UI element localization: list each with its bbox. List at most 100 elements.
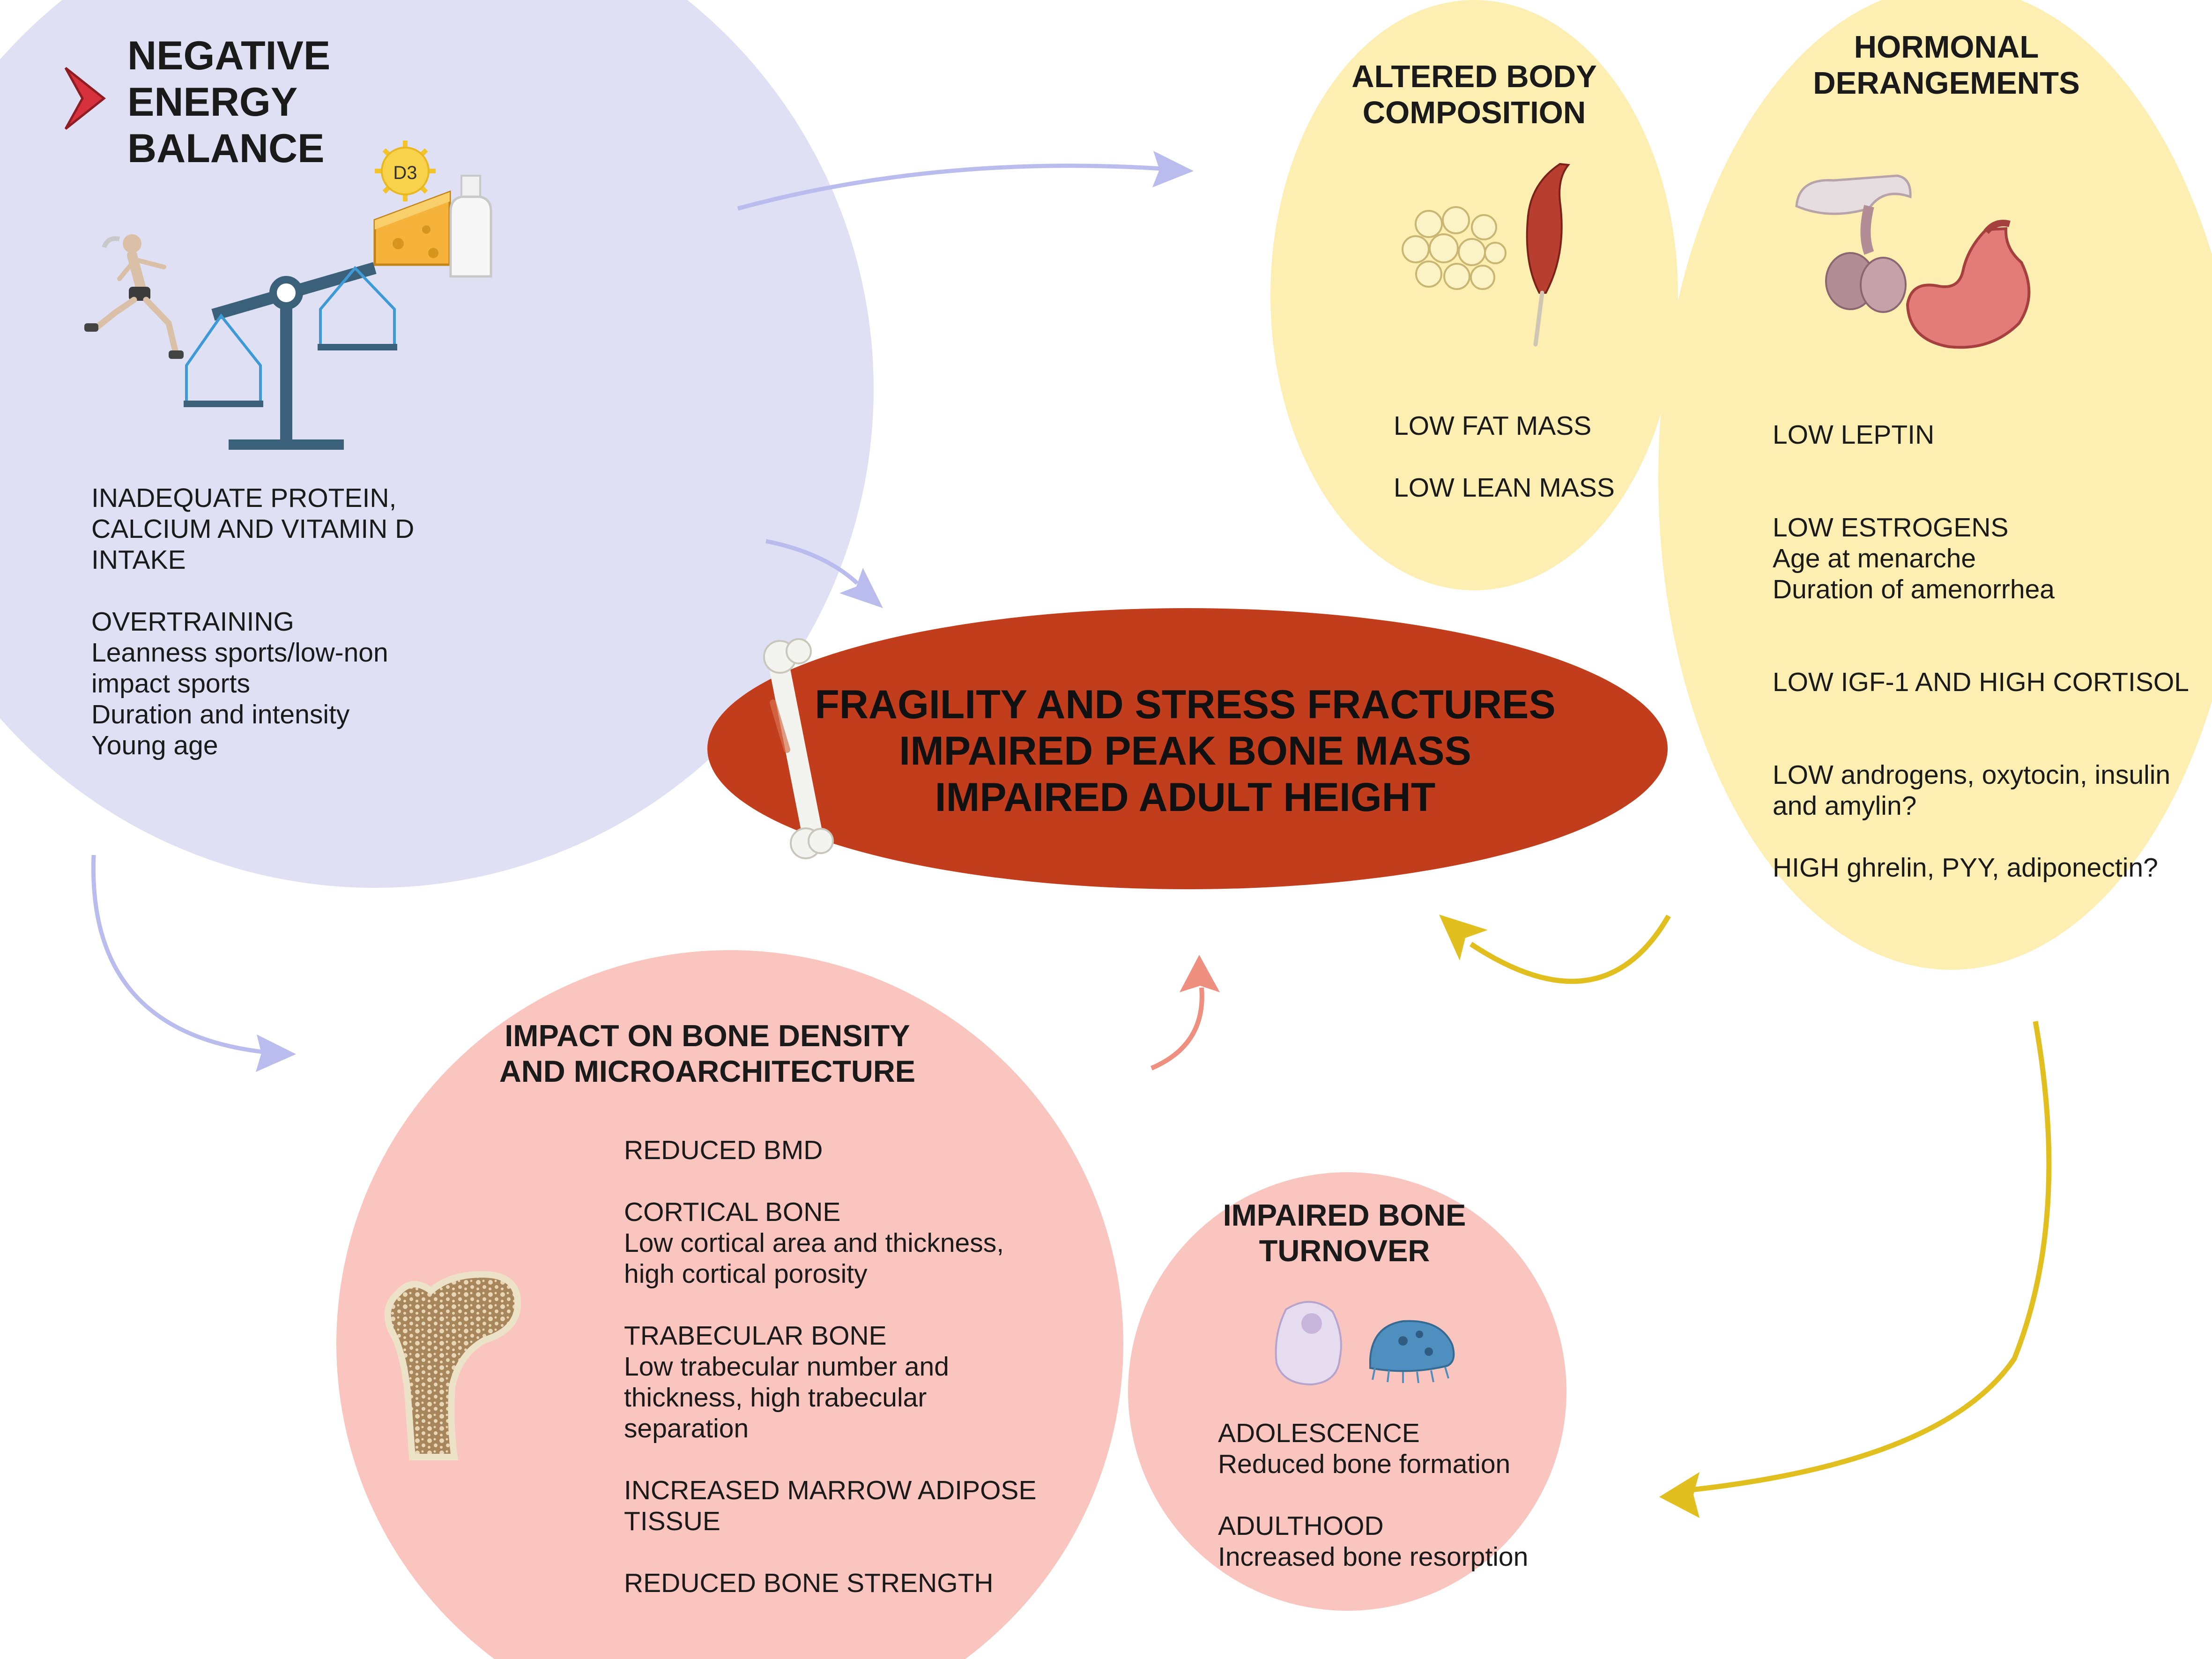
text-line: LOW androgens, oxytocin, insulin — [1773, 760, 2171, 790]
energy-balance-block: INADEQUATE PROTEIN, CALCIUM AND VITAMIN … — [91, 483, 414, 575]
text-line: impact sports — [91, 669, 250, 699]
energy-balance-text: INADEQUATE PROTEIN, CALCIUM AND VITAMIN … — [91, 483, 414, 792]
hormonal-block: LOW androgens, oxytocin, insulin and amy… — [1773, 759, 2189, 821]
hormonal-text: LOW LEPTIN LOW ESTROGENS Age at menarche… — [1773, 419, 2189, 883]
pituitary-gland-icon — [1795, 174, 1912, 313]
text-line: INADEQUATE PROTEIN, — [91, 483, 397, 513]
bone-turnover-circle — [1128, 1172, 1566, 1611]
arrow-energy-to-outcome — [765, 539, 883, 608]
text-line: TISSUE — [624, 1506, 720, 1536]
bone-turnover-title-line: IMPAIRED BONE — [1223, 1198, 1466, 1232]
text-line: Low cortical area and thickness, — [624, 1228, 1004, 1258]
bone-turnover-block: ADULTHOOD Increased bone resorption — [1218, 1510, 1528, 1572]
arrow-hormonal-to-outcome — [1439, 915, 1671, 984]
text-line: Duration and intensity — [91, 699, 350, 729]
hormonal-block: LOW LEPTIN — [1773, 419, 2189, 450]
low-lean-mass-item: LOW LEAN MASS — [1394, 473, 1615, 503]
fat-cells-icon — [1402, 206, 1507, 290]
hormonal-title-line: DERANGEMENTS — [1813, 66, 2080, 101]
balance-scale-icon — [184, 262, 397, 450]
energy-balance-block: OVERTRAINING Leanness sports/low-non imp… — [91, 606, 414, 761]
body-composition-title-line: COMPOSITION — [1362, 95, 1586, 130]
body-composition-title-line: ALTERED BODY — [1351, 59, 1597, 94]
text-line: Duration of amenorrhea — [1773, 574, 2055, 604]
femoral-head-bone-icon — [384, 1271, 521, 1460]
osteoclast-cell-icon — [1275, 1301, 1342, 1386]
bone-turnover-text: ADOLESCENCE Reduced bone formation ADULT… — [1218, 1418, 1528, 1603]
text-line: Increased bone resorption — [1218, 1542, 1529, 1572]
bone-density-block: TRABECULAR BONE Low trabecular number an… — [624, 1320, 1036, 1444]
text-line: INTAKE — [91, 545, 186, 575]
bone-density-text: REDUCED BMD CORTICAL BONE Low cortical a… — [624, 1135, 1036, 1629]
text-line: Age at menarche — [1773, 543, 1976, 573]
cheese-icon — [373, 190, 451, 266]
bone-turnover-block: ADOLESCENCE Reduced bone formation — [1218, 1418, 1528, 1480]
text-line: OVERTRAINING — [91, 607, 294, 637]
bone-density-block: REDUCED BMD — [624, 1135, 1036, 1166]
runner-icon — [84, 234, 184, 359]
osteoblast-cell-icon — [1369, 1320, 1455, 1384]
energy-balance-title-line: ENERGY — [127, 80, 298, 125]
text-line: Young age — [91, 730, 218, 760]
bone-density-block: REDUCED BONE STRENGTH — [624, 1568, 1036, 1599]
text-line: LOW ESTROGENS — [1773, 513, 2009, 543]
text-line: CALCIUM AND VITAMIN D — [91, 514, 415, 544]
energy-balance-title: NEGATIVE ENERGY BALANCE — [127, 33, 330, 172]
body-composition-ellipse — [1270, 0, 1678, 590]
arrow-energy-to-composition — [737, 151, 1194, 211]
outcome-line-fractures: FRAGILITY AND STRESS FRACTURES — [815, 682, 1556, 727]
milk-bottle-icon — [449, 175, 492, 278]
chevron-right-icon — [64, 67, 106, 130]
text-line: and amylin? — [1773, 791, 1917, 821]
bone-density-title-line: AND MICROARCHITECTURE — [499, 1054, 916, 1088]
hormonal-title: HORMONAL DERANGEMENTS — [1787, 29, 2106, 101]
arrow-bone-density-to-outcome — [1151, 955, 1220, 1071]
bone-density-block: INCREASED MARROW ADIPOSE TISSUE — [624, 1475, 1036, 1537]
bone-density-block: CORTICAL BONE Low cortical area and thic… — [624, 1197, 1036, 1289]
text-line: LOW LEPTIN — [1773, 420, 1935, 450]
outcome-text: FRAGILITY AND STRESS FRACTURES IMPAIRED … — [810, 682, 1560, 821]
low-fat-mass-item: LOW FAT MASS — [1394, 411, 1592, 441]
text-line: ADULTHOOD — [1218, 1511, 1384, 1541]
body-composition-title: ALTERED BODY COMPOSITION — [1334, 59, 1615, 131]
text-line: REDUCED BONE STRENGTH — [624, 1568, 994, 1598]
energy-balance-title-line: BALANCE — [127, 126, 325, 171]
vitamin-d-label: D3 — [393, 163, 417, 183]
text-line: INCREASED MARROW ADIPOSE — [624, 1475, 1037, 1505]
text-line: ADOLESCENCE — [1218, 1418, 1420, 1448]
text-line: HIGH ghrelin, PYY, adiponectin? — [1773, 853, 2158, 883]
bone-turnover-title-line: TURNOVER — [1259, 1234, 1430, 1268]
text-line: Low trabecular number and — [624, 1352, 949, 1382]
body-composition-list: LOW FAT MASS LOW LEAN MASS — [1394, 410, 1615, 503]
text-line: REDUCED BMD — [624, 1135, 823, 1165]
hormonal-block: HIGH ghrelin, PYY, adiponectin? — [1773, 852, 2189, 883]
outcome-line-peak-bone-mass: IMPAIRED PEAK BONE MASS — [899, 729, 1471, 774]
text-line: TRABECULAR BONE — [624, 1321, 887, 1351]
stomach-icon — [1906, 220, 2031, 349]
bone-density-title: IMPACT ON BONE DENSITY AND MICROARCHITEC… — [468, 1018, 946, 1089]
bone-turnover-title: IMPAIRED BONE TURNOVER — [1204, 1198, 1485, 1269]
arrow-hormonal-to-turnover — [1659, 1021, 2052, 1518]
hormonal-block: LOW ESTROGENS Age at menarche Duration o… — [1773, 512, 2189, 605]
outcome-ellipse — [707, 608, 1668, 889]
muscle-icon — [1526, 163, 1570, 347]
outcome-line-adult-height: IMPAIRED ADULT HEIGHT — [935, 775, 1436, 820]
text-line: CORTICAL BONE — [624, 1197, 841, 1227]
text-line: thickness, high trabecular — [624, 1383, 927, 1413]
hormonal-title-line: HORMONAL — [1854, 30, 2039, 65]
text-line: LOW IGF-1 AND HIGH CORTISOL — [1773, 667, 2189, 697]
bone-density-circle — [336, 950, 1123, 1659]
energy-balance-title-line: NEGATIVE — [127, 33, 331, 78]
text-line: high cortical porosity — [624, 1259, 868, 1289]
bone-density-title-line: IMPACT ON BONE DENSITY — [505, 1019, 910, 1053]
text-line: separation — [624, 1413, 749, 1443]
text-line: Leanness sports/low-non — [91, 638, 388, 668]
hormonal-block: LOW IGF-1 AND HIGH CORTISOL — [1773, 667, 2189, 698]
energy-balance-circle — [0, 0, 874, 888]
femur-bone-icon — [763, 638, 834, 859]
hormonal-ellipse — [1658, 0, 2212, 970]
arrow-energy-to-bone-density — [91, 855, 296, 1072]
sun-vitamin-d-icon — [375, 141, 436, 201]
